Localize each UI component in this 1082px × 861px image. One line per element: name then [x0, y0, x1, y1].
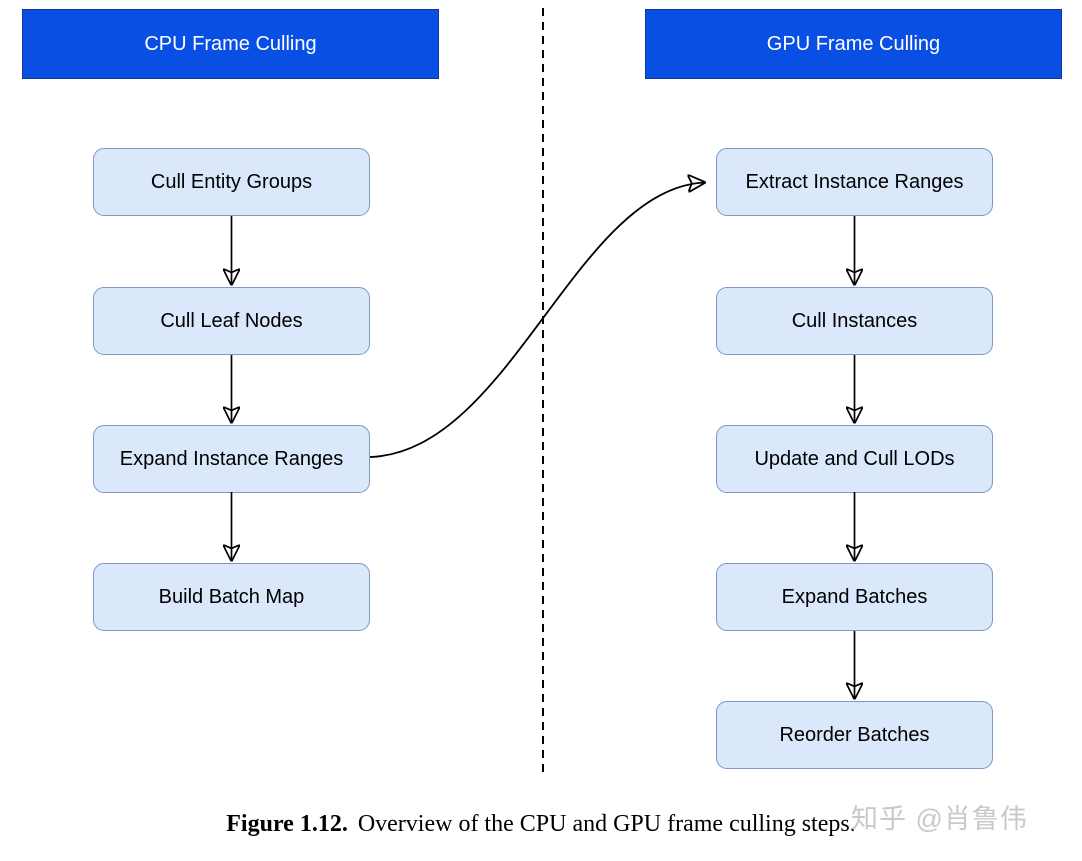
cpu-column-header: CPU Frame Culling: [22, 9, 439, 79]
node-extract-instance-ranges: Extract Instance Ranges: [716, 148, 993, 216]
node-label: Build Batch Map: [158, 585, 305, 608]
gpu-column-header-label: GPU Frame Culling: [766, 32, 941, 55]
figure-caption: Figure 1.12. Overview of the CPU and GPU …: [0, 811, 1082, 838]
node-label: Cull Instances: [791, 309, 918, 332]
node-cull-leaf-nodes: Cull Leaf Nodes: [93, 287, 370, 355]
watermark-text: 知乎 @肖鲁伟: [851, 804, 1028, 834]
arrow-expand-instance-ranges-to-extract-instance-ranges: [369, 183, 704, 458]
node-expand-instance-ranges: Expand Instance Ranges: [93, 425, 370, 493]
node-label: Extract Instance Ranges: [745, 170, 964, 193]
node-label: Reorder Batches: [779, 723, 930, 746]
node-label: Update and Cull LODs: [754, 447, 955, 470]
node-expand-batches: Expand Batches: [716, 563, 993, 631]
node-cull-instances: Cull Instances: [716, 287, 993, 355]
gpu-column-header: GPU Frame Culling: [645, 9, 1062, 79]
cpu-column-header-label: CPU Frame Culling: [144, 32, 317, 55]
node-update-and-cull-lods: Update and Cull LODs: [716, 425, 993, 493]
node-label: Cull Entity Groups: [150, 170, 313, 193]
node-build-batch-map: Build Batch Map: [93, 563, 370, 631]
node-reorder-batches: Reorder Batches: [716, 701, 993, 769]
figure-caption-text: Overview of the CPU and GPU frame cullin…: [357, 811, 856, 837]
node-cull-entity-groups: Cull Entity Groups: [93, 148, 370, 216]
node-label: Expand Instance Ranges: [119, 447, 344, 470]
figure-caption-label: Figure 1.12.: [226, 811, 348, 837]
node-label: Cull Leaf Nodes: [160, 309, 303, 332]
node-label: Expand Batches: [781, 585, 928, 608]
